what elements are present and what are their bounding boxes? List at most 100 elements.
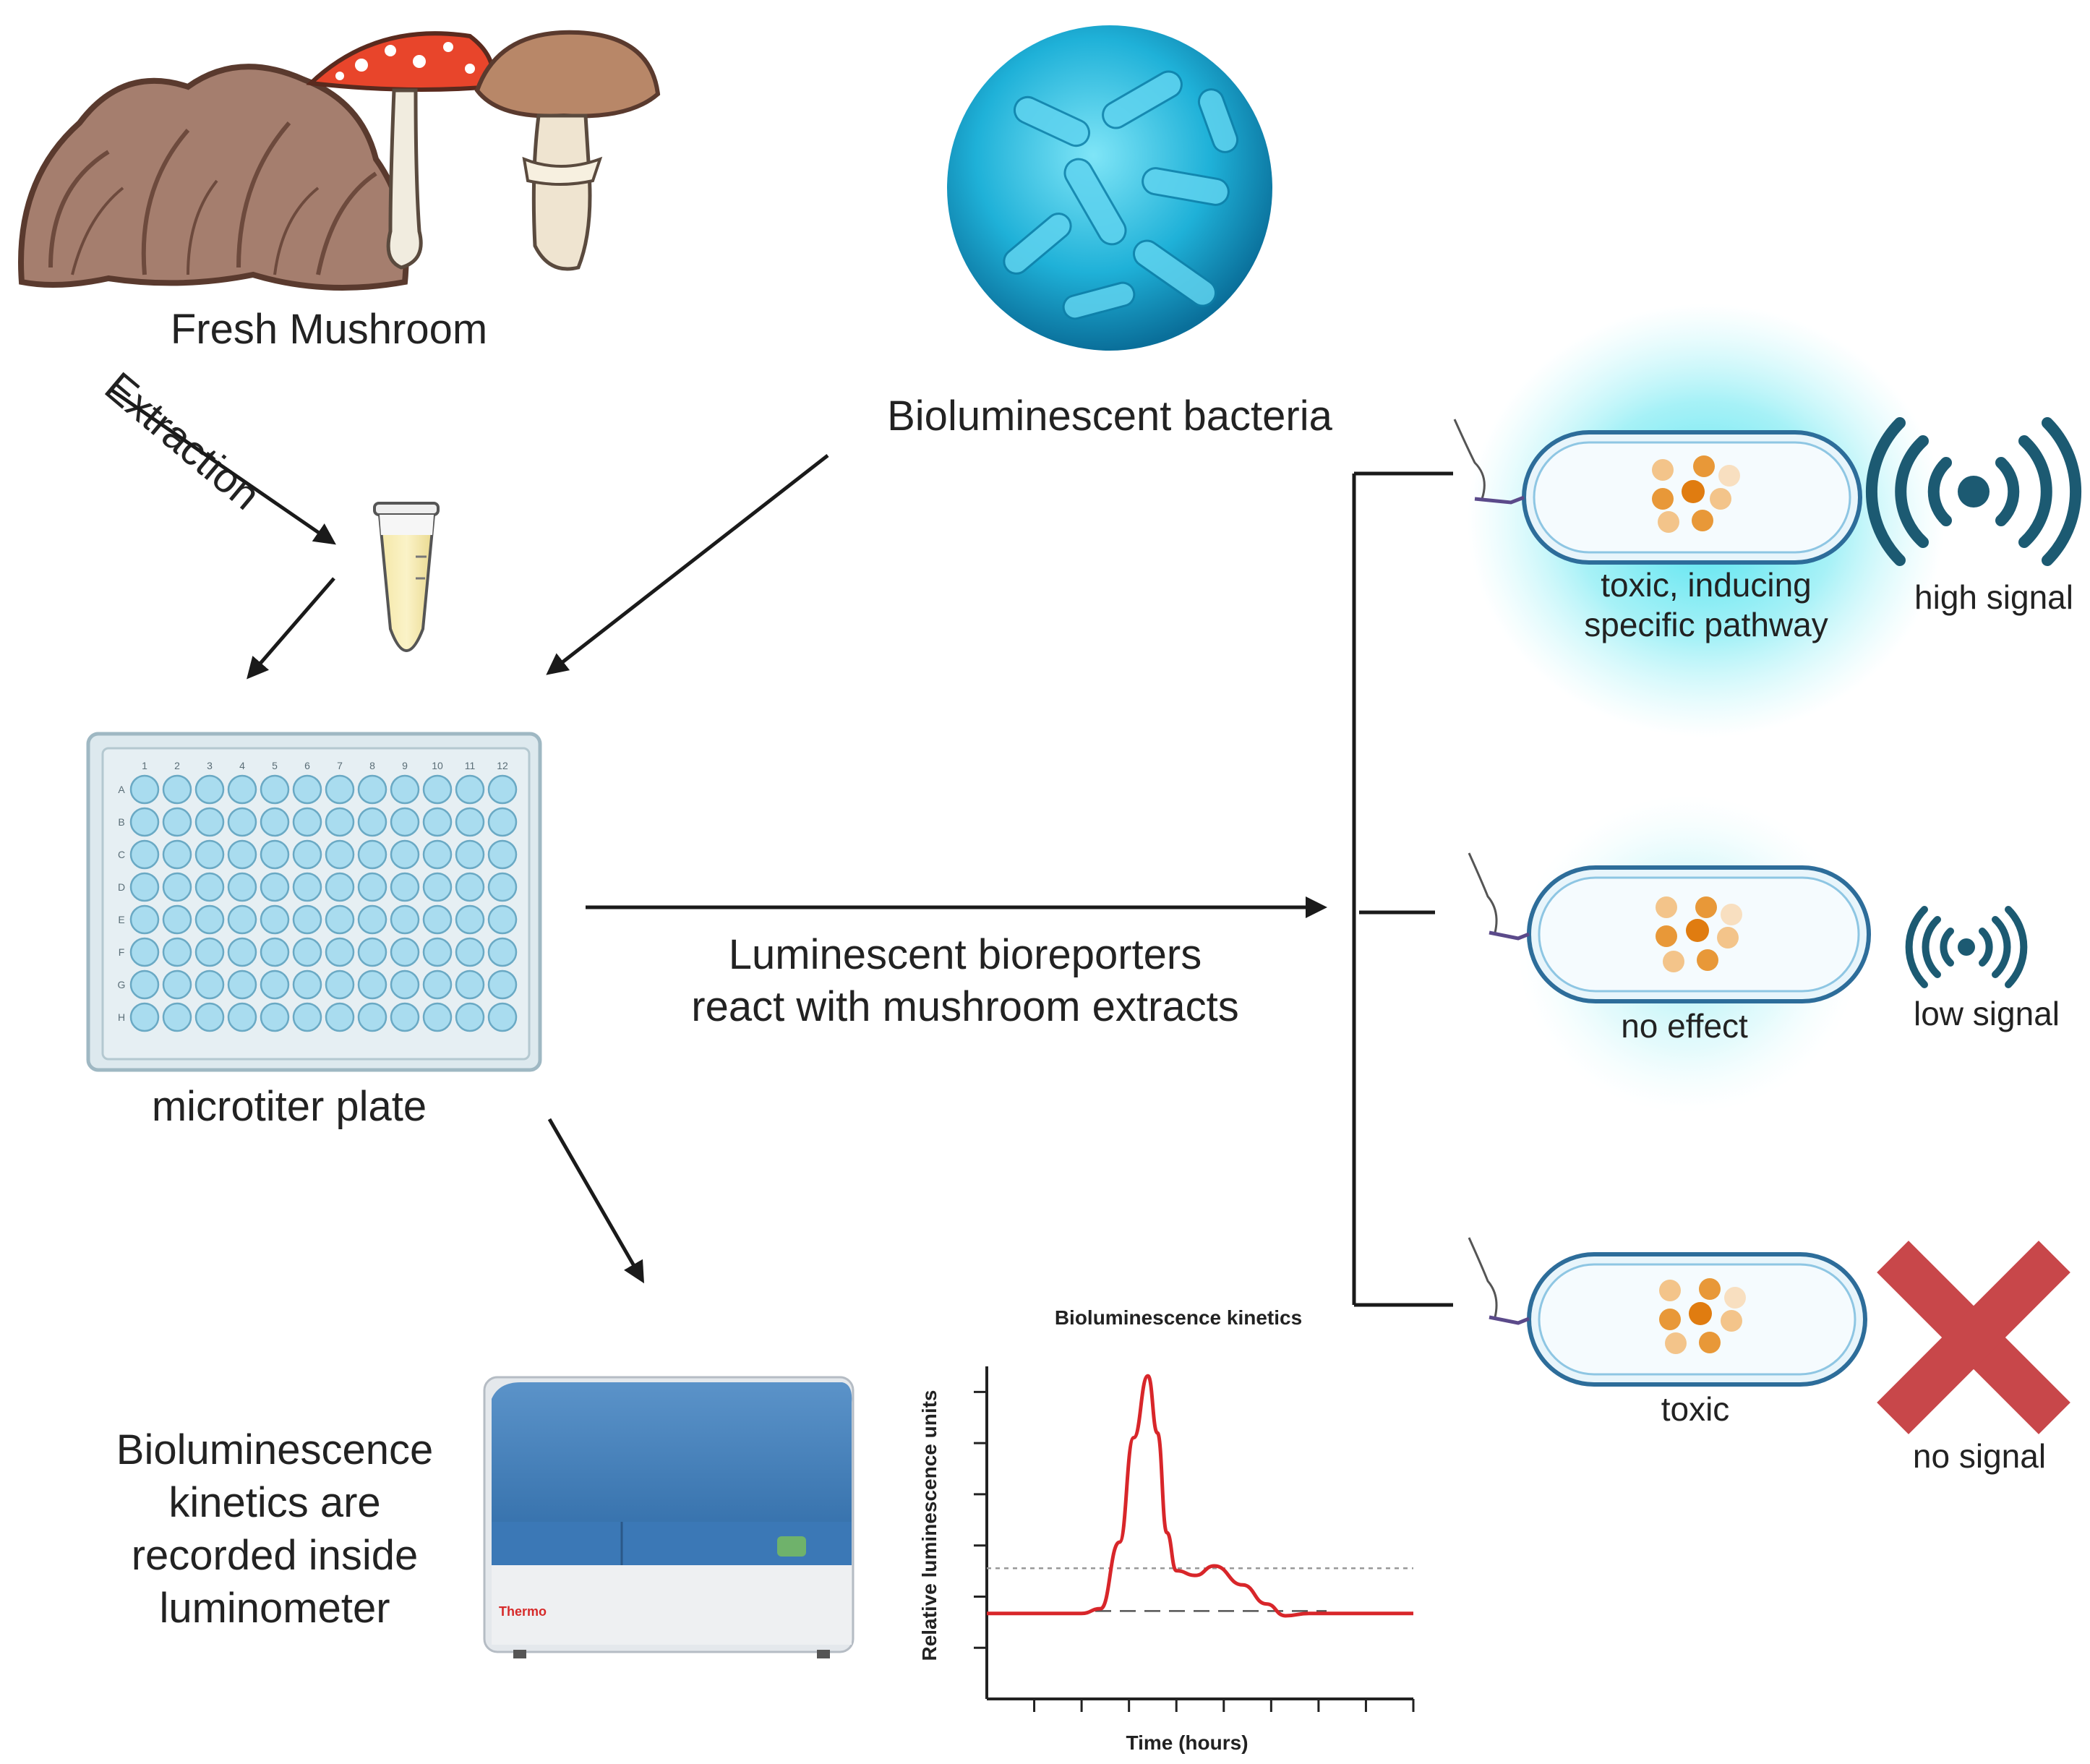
plate-well <box>194 969 225 1000</box>
plate-well <box>162 937 192 967</box>
plate-well <box>260 937 290 967</box>
plate-well <box>325 904 355 935</box>
plate-well <box>422 1002 453 1032</box>
plate-column-label: 6 <box>304 760 310 771</box>
plate-well <box>162 1002 192 1032</box>
plate-well <box>487 904 518 935</box>
tube-to-plate-arrow <box>247 577 335 680</box>
plate-well <box>422 807 453 837</box>
plate-well <box>390 872 420 902</box>
plate-well <box>162 774 192 805</box>
plate-well <box>129 839 160 870</box>
plate-well <box>325 872 355 902</box>
outcome-2-label: no effect <box>1621 1007 1748 1045</box>
plate-well <box>390 774 420 805</box>
plate-well <box>129 1002 160 1032</box>
plate-well <box>422 937 453 967</box>
plate-well <box>292 904 322 935</box>
plate-well <box>194 839 225 870</box>
bacteria-to-plate-arrow <box>546 454 829 675</box>
plate-well <box>325 1002 355 1032</box>
reaction-label-line1: Luminescent bioreporters <box>729 931 1202 978</box>
plate-well <box>455 937 485 967</box>
plate-well <box>455 872 485 902</box>
plate-row-label: A <box>118 784 125 795</box>
outcome-cell-toxic <box>1468 1237 1867 1387</box>
plate-well <box>422 839 453 870</box>
plate-well <box>455 969 485 1000</box>
plate-well <box>129 904 160 935</box>
plate-well <box>292 774 322 805</box>
high-signal-icon <box>1865 417 2082 566</box>
extract-tube-illustration <box>373 502 440 652</box>
plate-well <box>227 872 257 902</box>
plate-column-label: 2 <box>174 760 180 771</box>
plate-well <box>227 1002 257 1032</box>
plate-well <box>487 807 518 837</box>
plate-well <box>292 807 322 837</box>
plate-well <box>455 839 485 870</box>
luminometer-illustration: Thermo <box>483 1376 855 1658</box>
plate-well <box>194 807 225 837</box>
plate-well <box>357 969 387 1000</box>
plate-well <box>260 807 290 837</box>
plate-to-luminometer-arrow <box>547 1118 644 1284</box>
plate-well <box>325 969 355 1000</box>
plate-well <box>194 937 225 967</box>
plate-well <box>162 904 192 935</box>
chart-axes <box>974 1366 1415 1712</box>
plate-well <box>194 872 225 902</box>
plate-well <box>357 774 387 805</box>
plate-well <box>325 807 355 837</box>
plate-well <box>487 839 518 870</box>
no-signal-cross-icon <box>1877 1241 2070 1434</box>
outcome-cell-toxic-inducing <box>1453 419 1862 565</box>
no-signal-label: no signal <box>1913 1437 2046 1475</box>
outcome-bracket <box>1352 471 1453 1307</box>
bacteria-culture-illustration <box>947 25 1272 351</box>
plate-well <box>422 904 453 935</box>
outcome-1-label-line1: toxic, inducing <box>1601 566 1812 604</box>
plate-column-label: 7 <box>337 760 343 771</box>
plate-row-label: E <box>118 914 124 925</box>
outcome-3-label: toxic <box>1661 1390 1730 1428</box>
plate-column-label: 4 <box>239 760 245 771</box>
plate-well <box>194 774 225 805</box>
low-signal-label: low signal <box>1914 995 2060 1032</box>
plate-row-label: F <box>119 946 125 958</box>
plate-column-label: 10 <box>432 760 443 771</box>
plate-well <box>194 904 225 935</box>
plate-column-label: 5 <box>272 760 278 771</box>
plate-well <box>487 774 518 805</box>
kinetics-label-line1: Bioluminescence <box>116 1426 433 1473</box>
plate-well <box>357 904 387 935</box>
kinetics-chart: Bioluminescence kinetics Relative lumine… <box>918 1306 1415 1754</box>
plate-well <box>390 839 420 870</box>
plate-well <box>357 937 387 967</box>
high-signal-label: high signal <box>1914 578 2073 616</box>
plate-well <box>129 807 160 837</box>
plate-column-label: 9 <box>402 760 408 771</box>
plate-well <box>227 807 257 837</box>
plate-well <box>292 937 322 967</box>
plate-well <box>162 839 192 870</box>
fresh-mushroom-label: Fresh Mushroom <box>171 306 487 353</box>
plate-well <box>260 839 290 870</box>
plate-well <box>227 774 257 805</box>
plate-well <box>357 872 387 902</box>
plate-well <box>390 1002 420 1032</box>
plate-row-label: H <box>118 1011 125 1023</box>
mushroom-cluster-illustration <box>18 30 661 291</box>
plate-well <box>487 872 518 902</box>
plate-well <box>227 937 257 967</box>
plate-well <box>227 839 257 870</box>
plate-column-label: 8 <box>369 760 375 771</box>
plate-well <box>455 774 485 805</box>
plate-well <box>487 1002 518 1032</box>
chart-y-axis-label: Relative luminescence units <box>918 1390 941 1661</box>
kinetics-label-line2: kinetics are <box>168 1479 380 1526</box>
plate-well <box>162 872 192 902</box>
plate-well <box>292 969 322 1000</box>
chart-title: Bioluminescence kinetics <box>1055 1306 1302 1329</box>
